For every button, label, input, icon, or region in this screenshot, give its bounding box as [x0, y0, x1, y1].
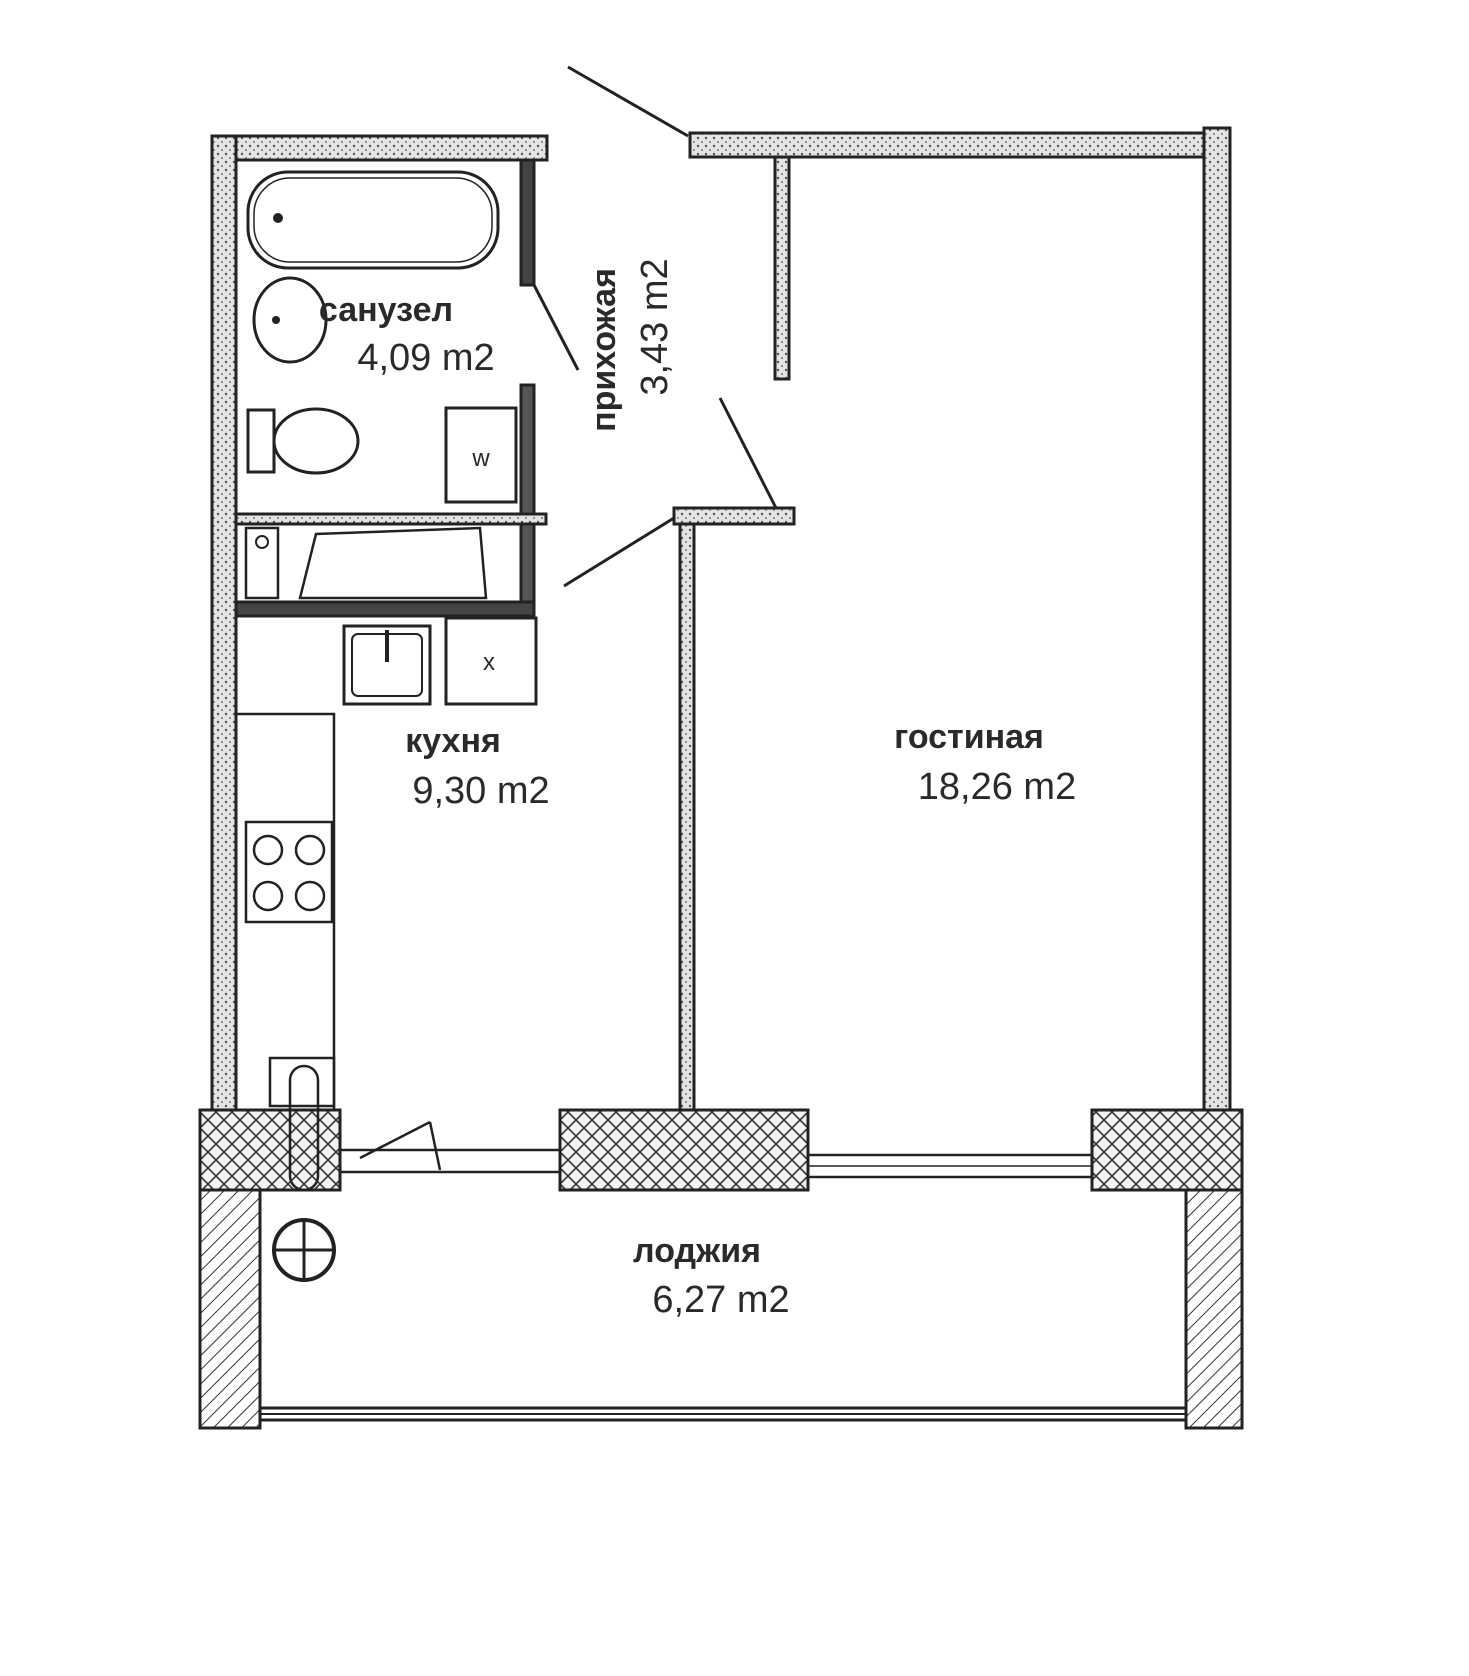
- toilet-tank-icon: [246, 408, 276, 474]
- kitchen-balcony-door: [338, 1148, 562, 1174]
- fridge-icon: [444, 616, 538, 706]
- loggia-area: 6,27 m2: [652, 1279, 789, 1321]
- wall-living-left: [678, 514, 696, 1114]
- kitchen-door-leaf: [428, 1121, 442, 1171]
- entrance-door-swing: [567, 65, 689, 138]
- toilet-bowl-icon: [272, 407, 360, 475]
- bathroom-name: санузел: [319, 291, 453, 329]
- living-door-swing: [718, 397, 778, 509]
- openings: [338, 1120, 1094, 1179]
- radiator-box-icon: [268, 1056, 336, 1108]
- wall-bottom-mid: [558, 1108, 810, 1192]
- bathtub-icon: [246, 170, 500, 270]
- loggia-wall-left: [198, 1188, 262, 1430]
- wall-hall-right: [773, 155, 791, 381]
- walls: [198, 126, 1244, 1430]
- kitchen-door-swing: [359, 1120, 431, 1160]
- wall-living-top-stub: [672, 506, 796, 526]
- washbasin-icon: [252, 276, 328, 364]
- bathtub-drain-icon: [273, 213, 283, 223]
- pipe-icon: [288, 1064, 320, 1192]
- wall-shaft-top: [234, 512, 548, 526]
- kitchen-fixtures: x: [236, 616, 538, 1282]
- room-labels: санузел 4,09 m2 прихожая 3,43 m2 кухня 9…: [319, 258, 1076, 1321]
- sink-icon: [342, 624, 432, 706]
- washer-mark: w: [471, 445, 490, 472]
- fridge-mark: x: [483, 649, 495, 676]
- shaft-box-icon: [298, 526, 488, 600]
- bathroom-fixtures: w: [244, 170, 518, 600]
- burner-icon: [294, 834, 326, 866]
- kitchen-door-swing-hall: [563, 516, 675, 588]
- loggia-wall-right: [1184, 1188, 1244, 1430]
- wall-kitchen-bottom-left: [198, 1108, 342, 1192]
- washbasin-drain-icon: [272, 316, 280, 324]
- living-area: 18,26 m2: [918, 766, 1076, 808]
- bathtub-inner: [253, 177, 493, 263]
- kitchen-counter-outline: [236, 712, 336, 1110]
- living-name: гостиная: [894, 718, 1044, 756]
- burner-icon: [252, 880, 284, 912]
- wall-bottom-right: [1090, 1108, 1244, 1192]
- bath-door-swing: [532, 284, 580, 371]
- burner-icon: [294, 880, 326, 912]
- burner-icon: [252, 834, 284, 866]
- door-swings: [532, 65, 778, 588]
- washer-icon: [444, 406, 518, 504]
- wall-right: [1202, 126, 1232, 1133]
- wall-bath-right-upper: [519, 158, 536, 287]
- wall-left: [210, 134, 238, 1133]
- wall-top-left: [210, 134, 549, 162]
- wall-bath-right-lower: [519, 383, 536, 612]
- bathroom-area: 4,09 m2: [357, 337, 494, 379]
- wall-top-right: [688, 131, 1224, 159]
- hallway-area: 3,43 m2: [634, 258, 676, 395]
- hallway-name: прихожая: [585, 268, 623, 432]
- stove-icon: [244, 820, 334, 924]
- loggia-name: лоджия: [633, 1232, 761, 1270]
- kitchen-name: кухня: [405, 722, 501, 760]
- boiler-valve-icon: [255, 535, 269, 549]
- wall-bath-bottom: [234, 600, 536, 618]
- kitchen-area: 9,30 m2: [412, 770, 549, 812]
- boiler-icon: [244, 526, 280, 600]
